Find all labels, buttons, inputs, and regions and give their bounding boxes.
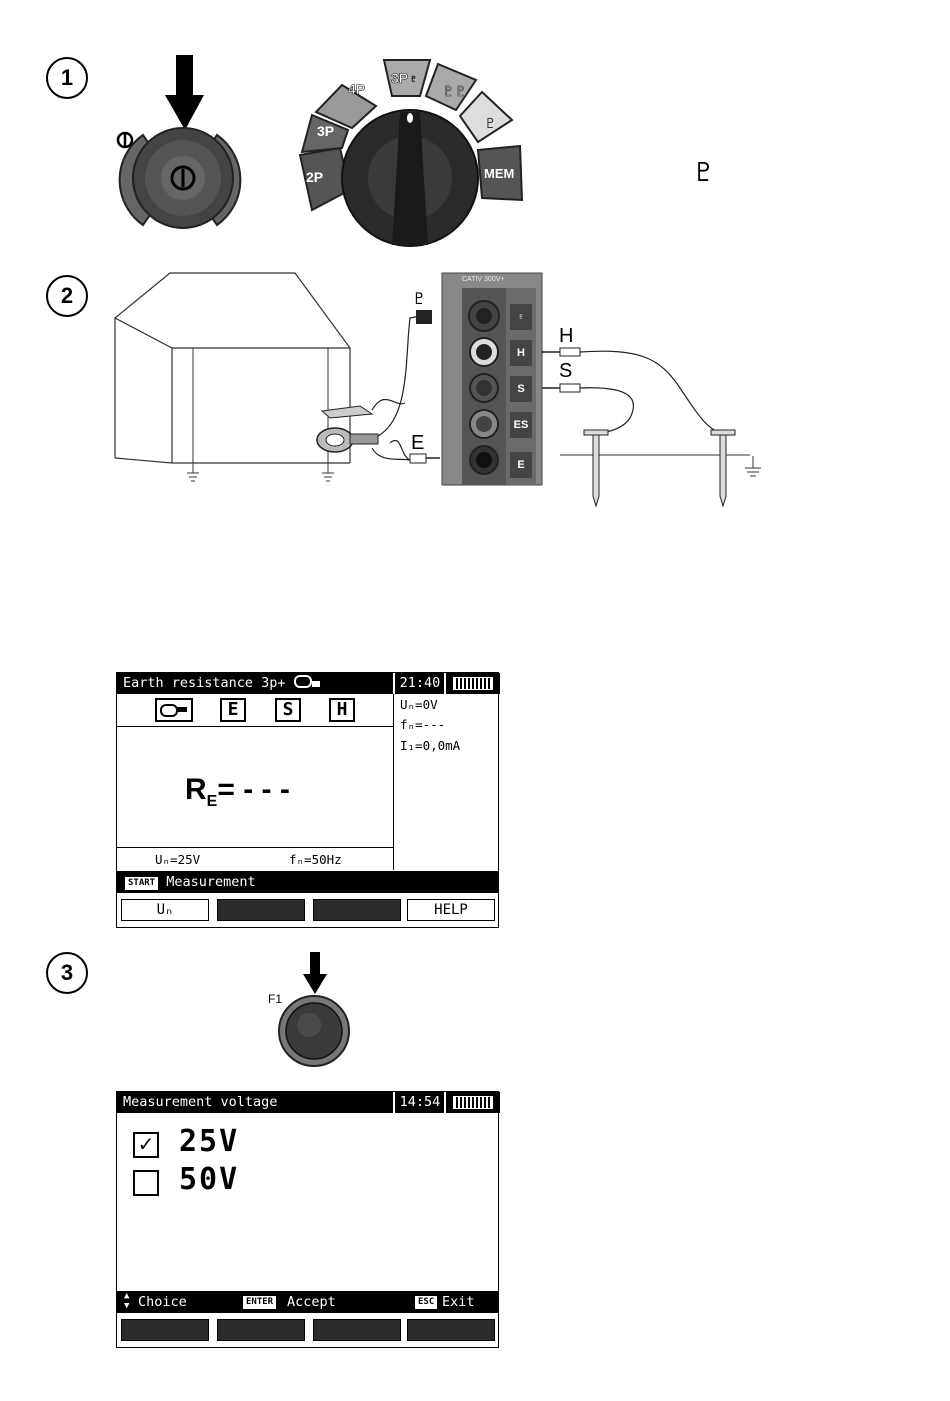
result-value: = - - - [217, 773, 290, 806]
f1-button[interactable] [277, 994, 351, 1068]
step-number-3: 3 [46, 952, 88, 994]
side-panel: Uₙ=0V fₙ=--- I₁=0,0mA [393, 694, 499, 870]
battery-bar [444, 673, 500, 694]
screen2-hint-bar: ▲▼ Choice ENTER Accept ESC Exit [117, 1291, 498, 1313]
dial-label-clamp: ♇ [484, 116, 497, 132]
indicator-s: S [275, 698, 301, 722]
current-clamp-icon [317, 406, 378, 452]
checkbox-checked-icon[interactable]: ✓ [133, 1132, 159, 1158]
ground-icon [187, 473, 334, 481]
side-un: Uₙ=0V [400, 697, 438, 712]
screen-title-bar: Earth resistance 3p+ [117, 673, 398, 694]
option-50v-label: 50V [179, 1162, 239, 1197]
arrow-down-icon [165, 55, 204, 130]
dial-label-3p-clamp: 3P♇ [391, 70, 419, 86]
meter-header-label: CATIV 300V+ [462, 276, 504, 283]
softkey-bar: Uₙ HELP [117, 894, 498, 927]
indicator-row: E S H [117, 694, 394, 727]
building-wiring-diagram: ♇ [110, 268, 790, 516]
dial-label-mem: MEM [484, 166, 514, 181]
screen2-softkey-4[interactable] [407, 1319, 495, 1341]
hint-exit: Exit [442, 1291, 475, 1313]
status-bar: START Measurement [117, 871, 498, 893]
screen2-title-bar: Measurement voltage [117, 1092, 398, 1113]
screen2-softkey-bar [117, 1314, 498, 1347]
softkey-2[interactable] [217, 899, 305, 921]
step-number-2: 2 [46, 275, 88, 317]
earth-spike-icon [584, 430, 735, 506]
clock-text: 21:40 [400, 675, 441, 691]
screen2-clock: 14:54 [400, 1094, 441, 1110]
dial-label-two-clamps: ♇♇ [442, 84, 467, 100]
enter-key-tag: ENTER [243, 1296, 276, 1309]
terminal-e-tab: E [510, 452, 532, 478]
result-display: RE= - - - [185, 773, 290, 811]
screen2-softkey-1[interactable] [121, 1319, 209, 1341]
settings-line: Uₙ=25V fₙ=50Hz [117, 847, 393, 871]
side-fn: fₙ=--- [400, 717, 445, 732]
side-i1: I₁=0,0mA [400, 738, 460, 753]
power-button-illustration [105, 50, 255, 240]
hint-accept: Accept [287, 1291, 336, 1313]
rotary-function-switch: 2P 3P 4P 3P♇ ♇♇ ♇ MEM [290, 50, 530, 255]
terminal-h-tab: H [510, 340, 532, 366]
indicator-h: H [329, 698, 355, 722]
screen2-clock-bar: 14:54 [393, 1092, 445, 1113]
clamp-label-icon: ♇ [412, 289, 426, 308]
terminal-s-tab: S [510, 376, 532, 402]
probe-label-h: H [559, 325, 573, 348]
dial-label-4p: 4P [348, 81, 365, 97]
status-text: Measurement [166, 874, 255, 890]
clamp-icon: ♇ [692, 158, 715, 188]
step-number-1: 1 [46, 57, 88, 99]
result-subscript: E [207, 793, 218, 810]
clamp-symbol-icon [294, 675, 312, 688]
indicator-e: E [220, 698, 246, 722]
result-label: R [185, 773, 207, 806]
softkey-help[interactable]: HELP [407, 899, 495, 921]
setting-un: Uₙ=25V [155, 852, 200, 867]
battery-icon [453, 677, 493, 690]
probe-label-s: S [559, 360, 572, 383]
screen-title: Earth resistance 3p+ [123, 675, 286, 691]
screen2-battery-bar [444, 1092, 500, 1113]
up-down-arrows-icon: ▲▼ [124, 1291, 129, 1311]
screen2-softkey-3[interactable] [313, 1319, 401, 1341]
softkey-3[interactable] [313, 899, 401, 921]
dial-label-3p: 3P [317, 123, 334, 139]
f1-arrow-down-icon [302, 952, 328, 996]
setting-fn: fₙ=50Hz [289, 852, 342, 867]
lcd-screen-earth-resistance: Earth resistance 3p+ 21:40 E S H Uₙ=0V f… [116, 672, 499, 928]
probe-label-e: E [411, 432, 424, 455]
screen2-softkey-2[interactable] [217, 1319, 305, 1341]
softkey-un[interactable]: Uₙ [121, 899, 209, 921]
lcd-screen-measurement-voltage: Measurement voltage 14:54 ✓ 25V 50V ▲▼ C… [116, 1091, 499, 1348]
start-key-tag: START [125, 877, 158, 890]
hint-choice: Choice [138, 1291, 187, 1313]
terminal-clamp-tab: ♇ [510, 304, 532, 330]
battery-icon [453, 1096, 493, 1109]
screen2-title: Measurement voltage [123, 1094, 277, 1110]
option-25v-label: 25V [179, 1124, 239, 1159]
clamp-indicator-icon [155, 698, 193, 722]
power-icon [118, 133, 132, 147]
checkbox-unchecked-icon[interactable] [133, 1170, 159, 1196]
clock-bar: 21:40 [393, 673, 445, 694]
esc-key-tag: ESC [415, 1296, 437, 1309]
dial-label-2p: 2P [306, 169, 323, 185]
terminal-es-tab: ES [510, 412, 532, 438]
